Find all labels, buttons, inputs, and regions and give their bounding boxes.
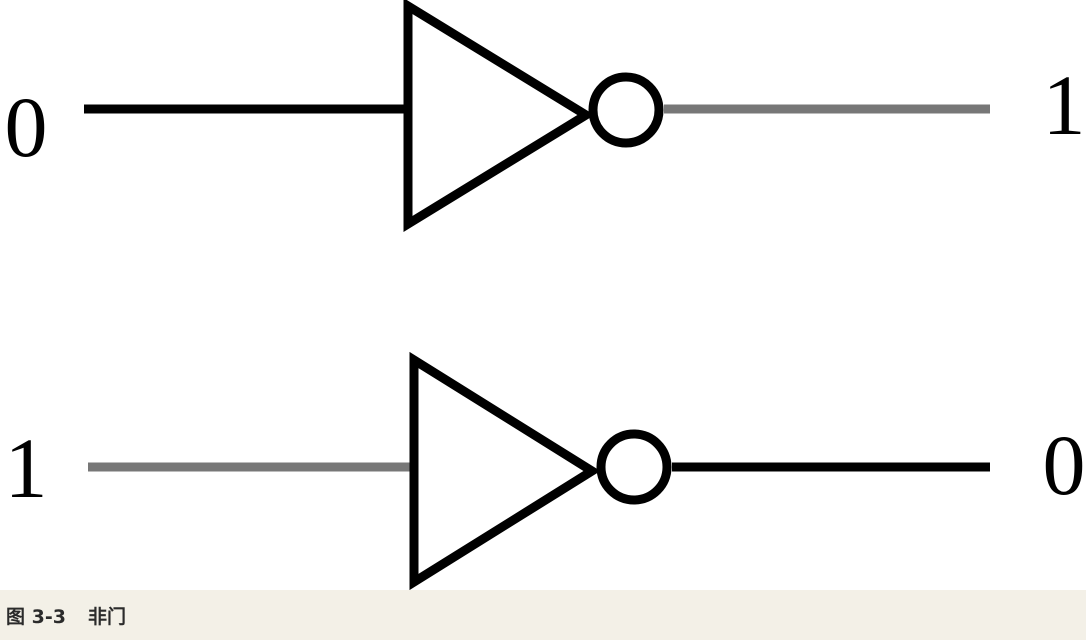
gate-2-inversion-bubble xyxy=(596,429,672,505)
gate-2-output-label: 0 xyxy=(1043,417,1086,513)
not-gate-diagram: 0 1 1 0 xyxy=(5,0,1086,590)
gate-1-triangle xyxy=(403,0,595,233)
not-gate-2: 1 0 xyxy=(5,351,1086,590)
not-gate-1: 0 1 xyxy=(5,0,1086,233)
gate-2-triangle xyxy=(409,351,601,590)
gate-1-output-label: 1 xyxy=(1043,57,1086,153)
gate-1-inversion-bubble xyxy=(588,72,664,148)
figure-caption: 图 3-3 非门 xyxy=(0,590,1086,640)
figure-number: 图 3-3 xyxy=(6,605,66,628)
gate-2-input-label: 1 xyxy=(5,420,48,516)
figure-title: 非门 xyxy=(87,605,126,628)
gate-1-input-label: 0 xyxy=(5,79,48,175)
